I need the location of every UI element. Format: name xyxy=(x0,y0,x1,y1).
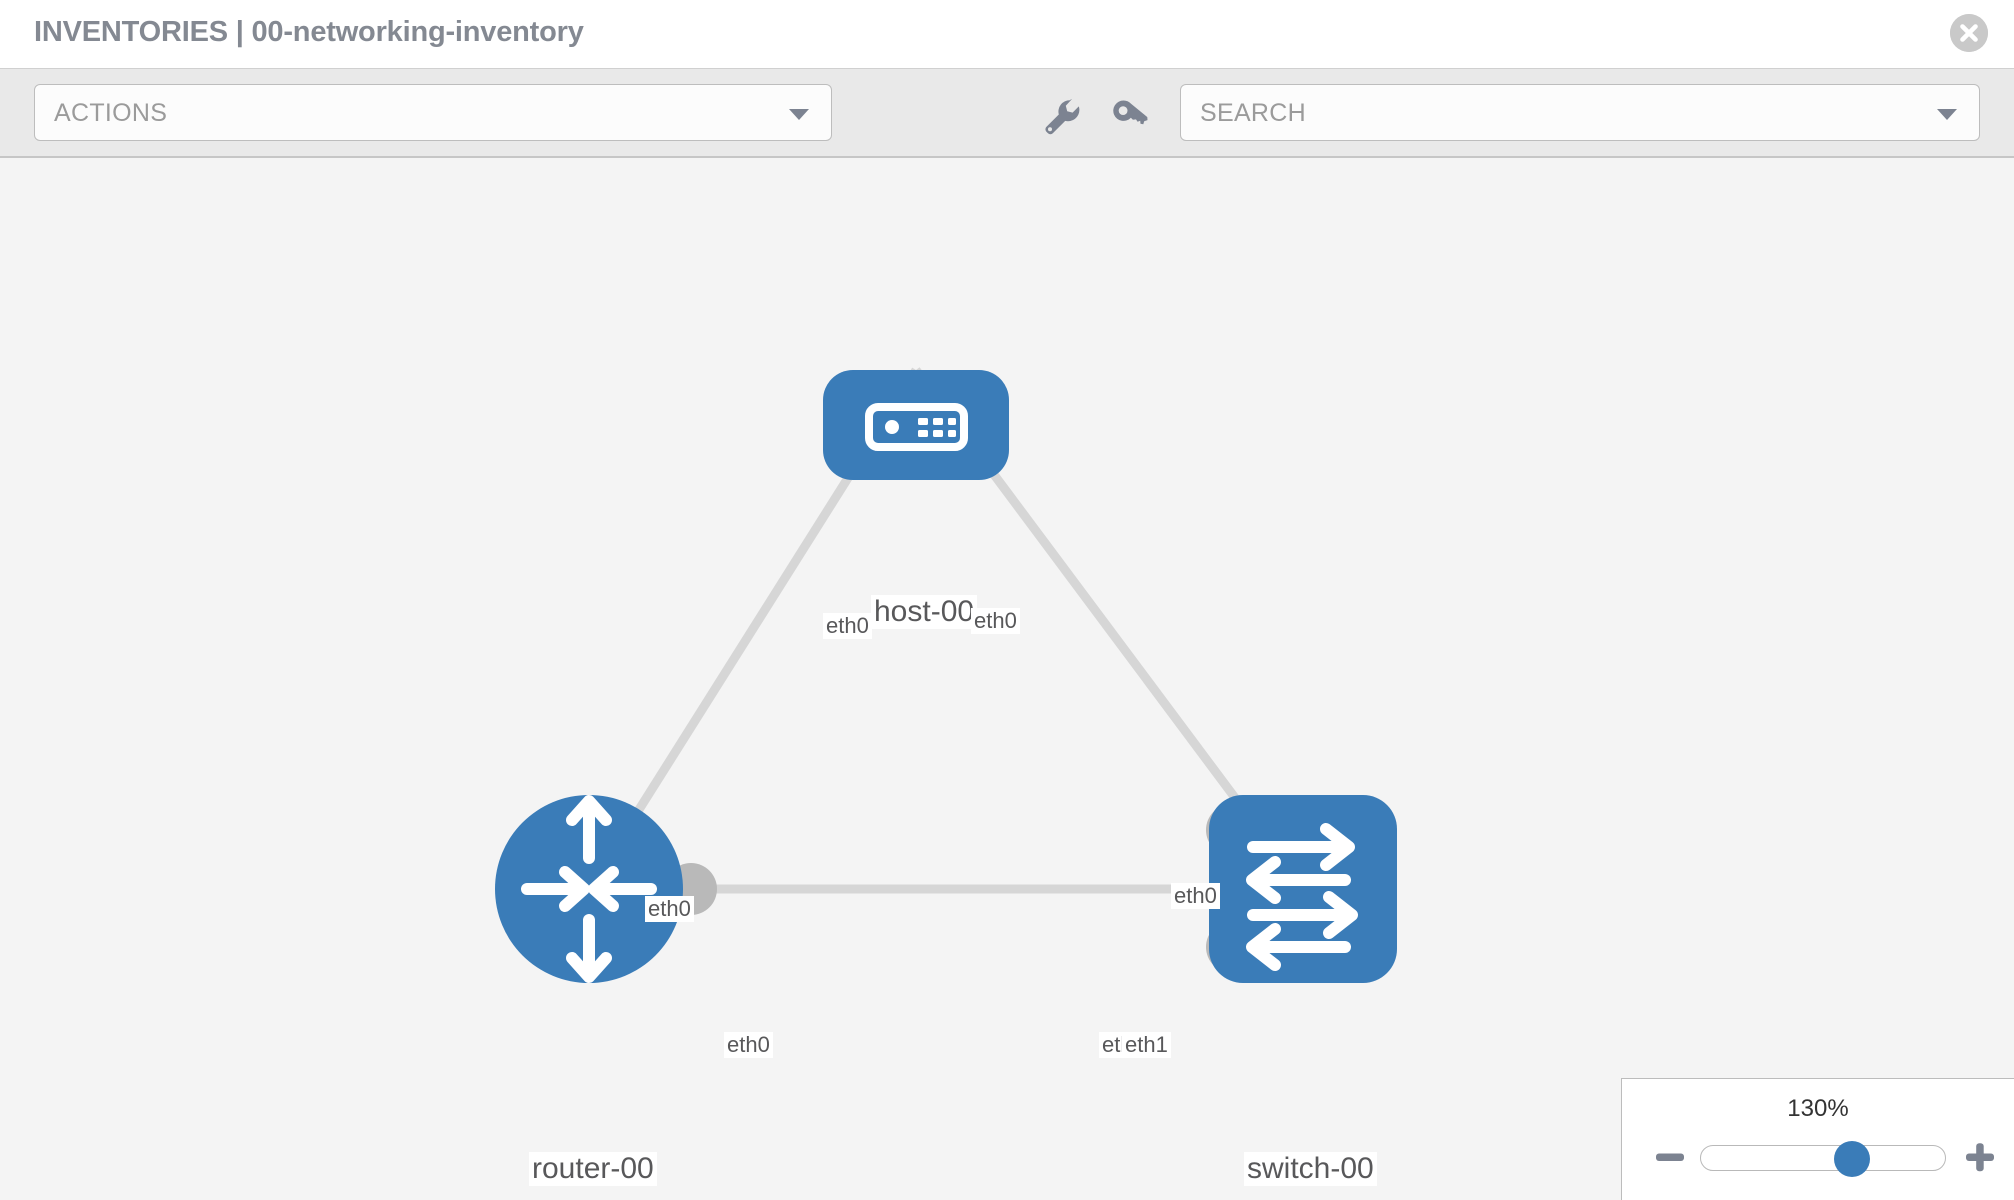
iface-label-host-left: eth0 xyxy=(823,613,872,639)
router-arrows-icon xyxy=(521,795,657,983)
switch-arrows-icon xyxy=(1246,823,1358,971)
zoom-control-panel: 130% xyxy=(1621,1078,2014,1200)
topology-graph xyxy=(495,367,1397,983)
page-header: INVENTORIES | 00-networking-inventory xyxy=(0,0,2014,68)
search-input[interactable]: SEARCH xyxy=(1180,84,1980,141)
server-icon xyxy=(865,403,968,451)
topology-canvas[interactable]: host-00 router-00 switch-00 eth0 eth0 et… xyxy=(0,158,2014,1200)
search-placeholder: SEARCH xyxy=(1200,99,1306,127)
minus-icon[interactable] xyxy=(1652,1139,1688,1175)
node-label-router: router-00 xyxy=(529,1152,657,1186)
zoom-percent-label: 130% xyxy=(1787,1095,1849,1122)
iface-label-host-right: eth0 xyxy=(971,608,1020,634)
node-host-00[interactable] xyxy=(823,370,1009,480)
key-icon[interactable] xyxy=(1108,95,1150,137)
chevron-down-icon[interactable] xyxy=(1937,108,1957,120)
close-icon[interactable] xyxy=(1950,14,1988,52)
chevron-down-icon xyxy=(789,108,809,120)
actions-dropdown[interactable]: ACTIONS xyxy=(34,84,832,141)
iface-label-switch-up: eth0 xyxy=(1171,883,1220,909)
page-title: INVENTORIES | 00-networking-inventory xyxy=(34,16,584,48)
iface-label-router-up: eth0 xyxy=(645,896,694,922)
zoom-slider-thumb[interactable] xyxy=(1834,1141,1871,1177)
iface-label-switch-eth1: eth1 xyxy=(1122,1032,1171,1058)
node-label-switch: switch-00 xyxy=(1244,1152,1377,1186)
node-router-00[interactable] xyxy=(495,795,683,983)
node-switch-00[interactable] xyxy=(1209,795,1397,983)
plus-icon[interactable] xyxy=(1962,1139,1998,1175)
wrench-icon[interactable] xyxy=(1040,95,1082,137)
zoom-slider-row xyxy=(1622,1137,2014,1177)
node-label-host: host-00 xyxy=(871,595,978,629)
toolbar: ACTIONS SEARCH xyxy=(0,68,2014,158)
iface-label-router-eth0: eth0 xyxy=(724,1032,773,1058)
actions-dropdown-label: ACTIONS xyxy=(54,99,168,127)
zoom-slider[interactable] xyxy=(1700,1141,1946,1177)
